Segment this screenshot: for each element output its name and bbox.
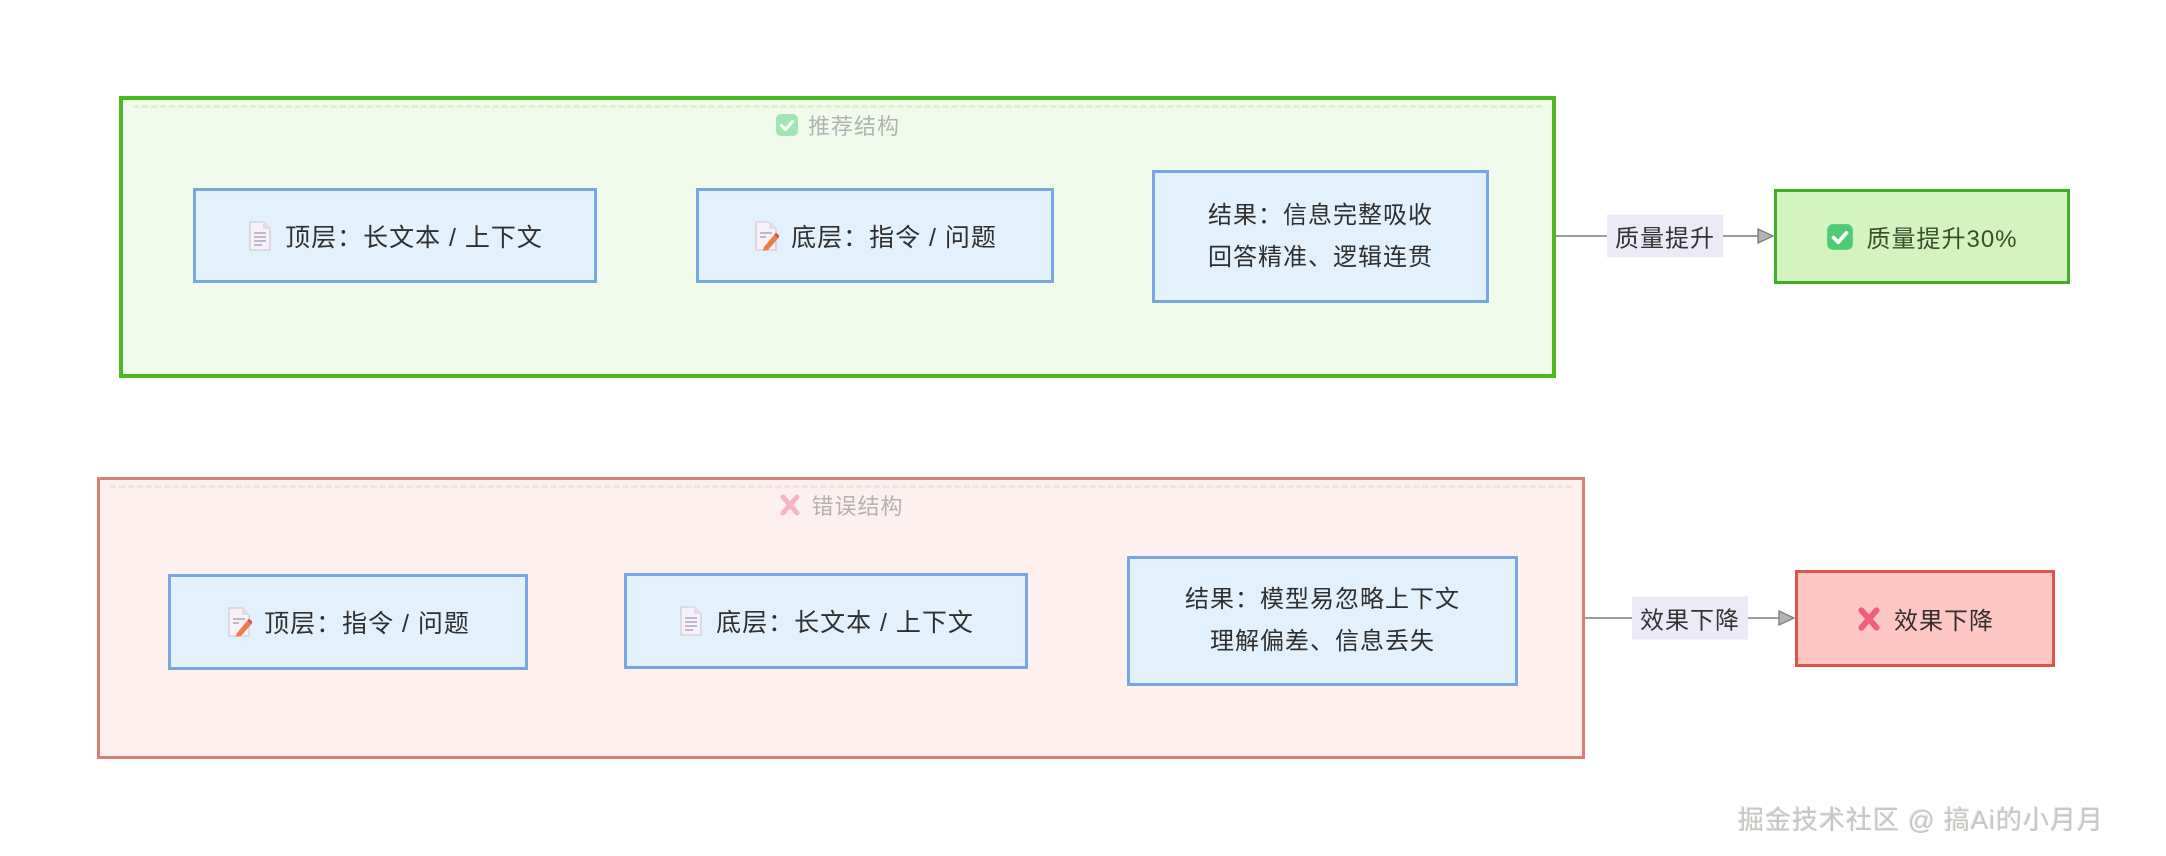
section-recommended-structure: 推荐结构 顶层：长文本 / 上下文 底层：指令 / 问题 结果：信息完整吸收 回… [119,96,1556,378]
arrow-label: 效果下降 [1632,596,1748,640]
node-label: 顶层：指令 / 问题 [264,610,470,638]
watermark-text: 掘金技术社区 @ 搞Ai的小月月 [1738,805,2104,835]
node-label: 顶层：长文本 / 上下文 [285,223,543,252]
section-wrong-structure: 错误结构 顶层：指令 / 问题 底层：长文本 / 上下文 结果：模型易忽略上下文… [97,477,1585,759]
node-label: 底层：指令 / 问题 [791,223,997,252]
node-top-layer-recommended: 顶层：长文本 / 上下文 [193,188,597,283]
node-bottom-layer-recommended: 底层：指令 / 问题 [696,188,1054,283]
section-title-label: 错误结构 [811,494,904,519]
node-bottom-layer-wrong: 底层：长文本 / 上下文 [624,573,1028,669]
outcome-label: 质量提升30% [1866,226,2018,253]
cross-icon [1856,606,1882,632]
arrow-quality-up: 质量提升 [1556,214,1774,258]
cross-icon [778,493,802,517]
node-result-recommended: 结果：信息完整吸收 回答精准、逻辑连贯 [1152,170,1489,303]
check-icon [775,113,799,137]
node-label-line1: 结果：信息完整吸收 [1208,201,1433,229]
arrow-head-icon [1778,610,1795,626]
document-icon [678,606,704,636]
node-result-wrong: 结果：模型易忽略上下文 理解偏差、信息丢失 [1127,556,1518,686]
memo-icon [226,607,253,637]
document-icon [247,220,273,251]
arrow-effect-down: 效果下降 [1585,596,1795,640]
memo-icon [753,220,780,251]
section-title-label: 推荐结构 [807,114,900,139]
outcome-quality-up: 质量提升30% [1774,189,2070,284]
check-icon [1826,223,1854,251]
outcome-effect-down: 效果下降 [1795,570,2055,667]
section-title-recommended: 推荐结构 [123,109,1552,141]
node-label: 底层：长文本 / 上下文 [716,609,974,637]
section-title-wrong: 错误结构 [100,489,1582,521]
arrow-label: 质量提升 [1607,214,1723,258]
node-label-line2: 理解偏差、信息丢失 [1210,628,1435,655]
outcome-label: 效果下降 [1894,608,1994,635]
node-top-layer-wrong: 顶层：指令 / 问题 [168,574,528,670]
node-label-line2: 回答精准、逻辑连贯 [1208,243,1433,271]
arrow-head-icon [1757,228,1774,244]
node-label-line1: 结果：模型易忽略上下文 [1185,586,1460,613]
